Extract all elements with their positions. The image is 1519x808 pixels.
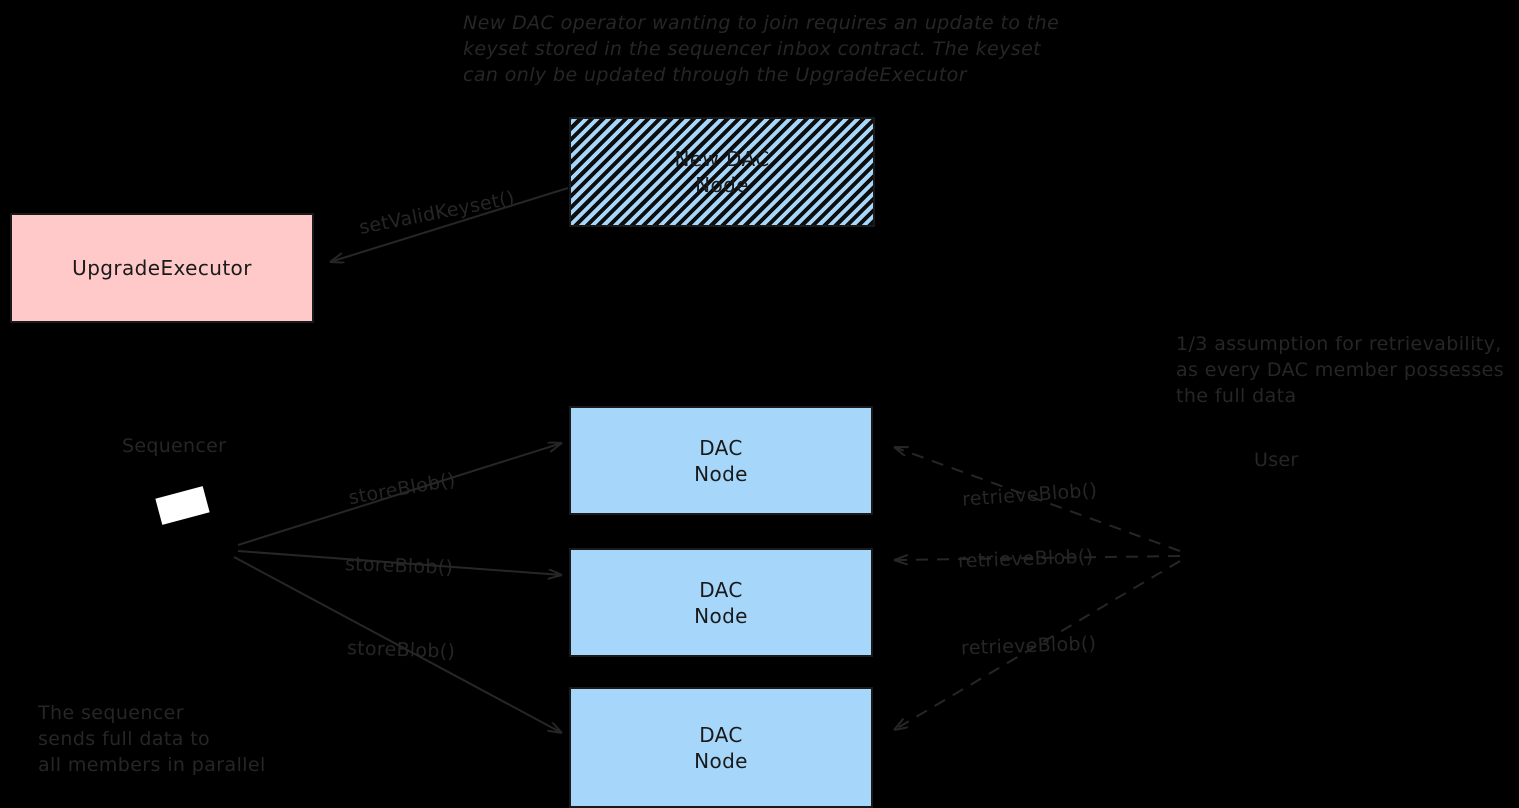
edge-retrieve-blob-1 bbox=[894, 447, 1181, 552]
edge-label-store-blob-2: storeBlob() bbox=[344, 553, 454, 579]
node-sequencer-label: Sequencer bbox=[122, 435, 227, 457]
node-dac-node-2[interactable]: DAC Node bbox=[569, 548, 873, 657]
node-new-dac-node-line1: New DAC bbox=[674, 147, 770, 171]
node-dac-node-2-line1: DAC bbox=[699, 577, 743, 602]
node-upgrade-executor-label: UpgradeExecutor bbox=[72, 256, 252, 280]
node-new-dac-node[interactable]: New DAC Node bbox=[569, 117, 875, 227]
edge-retrieve-blob-3 bbox=[894, 560, 1181, 730]
node-dac-node-3[interactable]: DAC Node bbox=[569, 687, 873, 808]
edge-label-store-blob-3: storeBlob() bbox=[346, 637, 456, 663]
node-dac-node-3-line2: Node bbox=[694, 748, 748, 773]
node-user-label: User bbox=[1254, 449, 1299, 471]
note-retrievability: 1/3 assumption for retrievability, as ev… bbox=[1176, 333, 1505, 407]
edge-label-retrieve-blob-2: retrieveBlob() bbox=[957, 545, 1094, 573]
node-upgrade-executor[interactable]: UpgradeExecutor bbox=[10, 213, 314, 323]
node-dac-node-1[interactable]: DAC Node bbox=[569, 406, 873, 515]
edge-label-retrieve-blob-3: retrieveBlob() bbox=[960, 632, 1097, 660]
note-sequencer-parallel: The sequencer sends full data to all mem… bbox=[38, 702, 266, 776]
edge-store-blob-3 bbox=[233, 556, 562, 733]
edge-set-valid-keyset bbox=[330, 187, 569, 262]
node-dac-node-1-line2: Node bbox=[694, 461, 748, 486]
node-dac-node-3-line1: DAC bbox=[699, 722, 743, 747]
note-keyset-update: New DAC operator wanting to join require… bbox=[463, 12, 1060, 86]
node-new-dac-node-line2: Node bbox=[695, 173, 749, 197]
edge-store-blob-1 bbox=[237, 443, 562, 546]
edge-store-blob-2 bbox=[237, 550, 562, 575]
node-dac-node-1-line1: DAC bbox=[699, 435, 743, 460]
edge-retrieve-blob-2 bbox=[894, 556, 1181, 560]
node-dac-node-2-line2: Node bbox=[694, 603, 748, 628]
